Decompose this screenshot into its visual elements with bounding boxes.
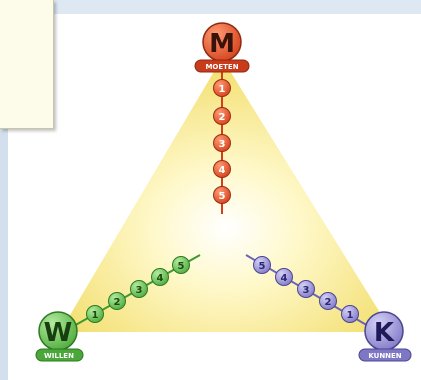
chain-top-bead-4: 4 <box>213 160 231 178</box>
hub-willen-label: WILLEN <box>44 352 74 360</box>
hub-kunnen: K KUNNEN <box>358 311 412 362</box>
chain-top-bead-4-label: 4 <box>219 165 226 176</box>
chain-left-bead-3-label: 3 <box>136 285 143 296</box>
chain-right-bead-5: 5 <box>253 256 271 274</box>
chain-right-bead-2-label: 2 <box>325 297 332 308</box>
chain-right-bead-3: 3 <box>297 280 315 298</box>
chain-left-bead-5-label: 5 <box>178 261 185 272</box>
chain-left-bead-5: 5 <box>172 256 190 274</box>
chain-top-bead-1-label: 1 <box>219 84 226 95</box>
chain-left-bead-2-label: 2 <box>114 297 121 308</box>
chain-right-bead-3-label: 3 <box>303 285 310 296</box>
chain-top-bead-3: 3 <box>213 134 231 152</box>
chain-right-bead-4: 4 <box>275 268 293 286</box>
hub-moeten: M MOETEN <box>194 22 250 73</box>
chain-top-bead-1: 1 <box>213 79 231 97</box>
chain-left-bead-3: 3 <box>130 280 148 298</box>
chain-left-bead-1: 1 <box>86 305 104 323</box>
hub-kunnen-label: KUNNEN <box>368 352 401 360</box>
chain-left-bead-1-label: 1 <box>92 310 99 321</box>
chain-top: 1 2 3 4 5 <box>213 70 231 214</box>
hub-moeten-letter: M <box>209 29 235 59</box>
hub-willen-letter: W <box>44 318 73 348</box>
left-strip <box>0 128 8 380</box>
hub-kunnen-letter: K <box>374 318 395 348</box>
chain-right-bead-1: 1 <box>341 305 359 323</box>
chain-left: 1 2 3 4 5 <box>71 254 201 328</box>
chain-left-bead-4: 4 <box>151 268 169 286</box>
chain-top-bead-2: 2 <box>213 107 231 125</box>
chain-right-bead-5-label: 5 <box>259 261 266 272</box>
chain-top-bead-2-label: 2 <box>219 112 226 123</box>
chain-right: 5 4 3 2 1 <box>245 254 371 328</box>
chain-right-bead-1-label: 1 <box>347 310 354 321</box>
chain-right-bead-4-label: 4 <box>281 273 288 284</box>
hub-willen: W WILLEN <box>35 311 84 362</box>
chain-top-bead-5-label: 5 <box>219 191 226 202</box>
hub-moeten-label: MOETEN <box>205 63 238 71</box>
chain-right-bead-2: 2 <box>319 292 337 310</box>
note-box <box>0 0 54 129</box>
chain-top-bead-3-label: 3 <box>219 139 226 150</box>
chain-left-bead-4-label: 4 <box>157 273 164 284</box>
chain-left-bead-2: 2 <box>108 292 126 310</box>
chain-top-bead-5: 5 <box>213 186 231 204</box>
